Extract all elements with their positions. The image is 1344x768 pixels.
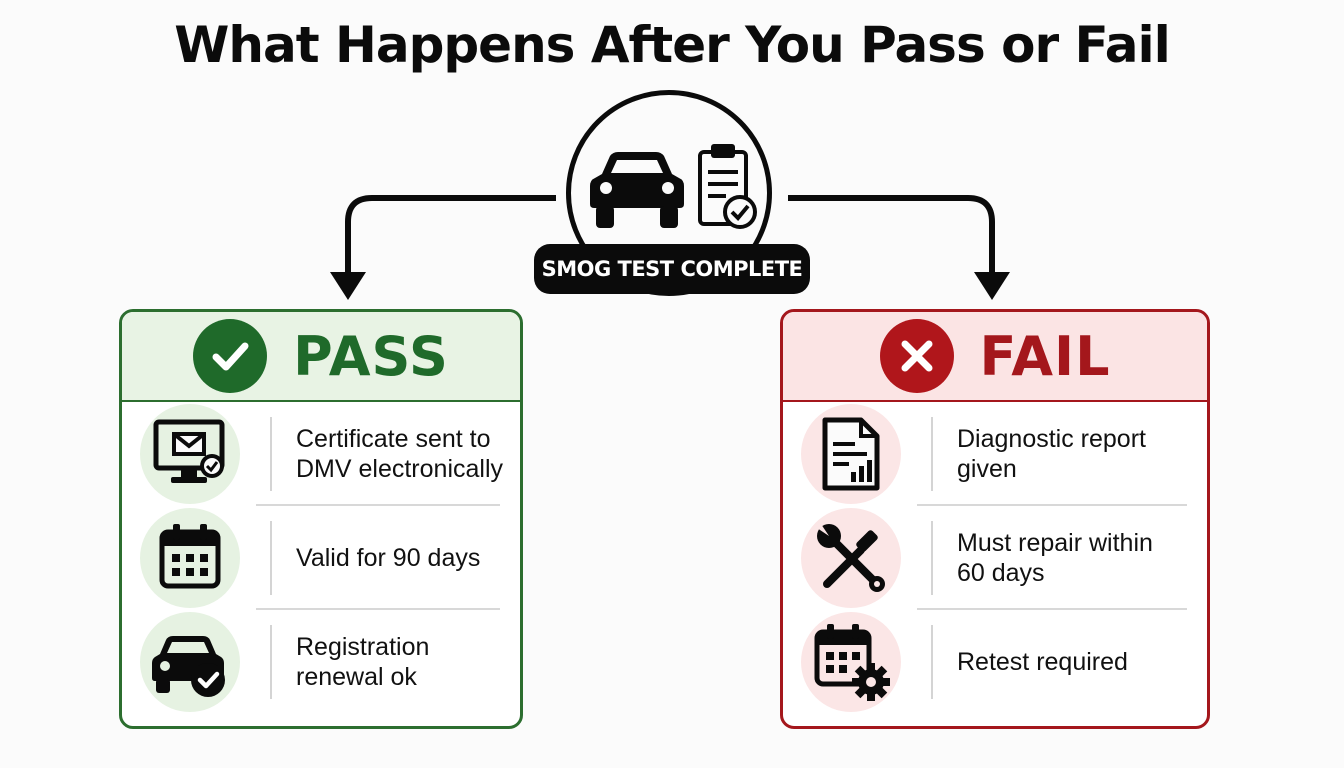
pass-panel: PASS Certificate sent to DMV electronica… bbox=[119, 309, 523, 729]
row-divider bbox=[270, 625, 272, 699]
row-separator bbox=[917, 608, 1187, 610]
fail-title: FAIL bbox=[979, 324, 1111, 388]
calendar-icon bbox=[140, 508, 240, 608]
report-document-icon bbox=[801, 404, 901, 504]
list-item: Retest required bbox=[783, 610, 1207, 714]
checkmark-icon bbox=[193, 319, 268, 393]
list-item: Registration renewal ok bbox=[122, 610, 520, 714]
x-icon bbox=[879, 319, 954, 393]
list-item: Diagnostic report given bbox=[783, 402, 1207, 506]
list-item: Certificate sent to DMV electronically bbox=[122, 402, 520, 506]
fail-header: FAIL bbox=[783, 312, 1207, 402]
pass-header: PASS bbox=[122, 312, 520, 402]
row-divider bbox=[931, 625, 933, 699]
list-item-text: Retest required bbox=[957, 648, 1128, 676]
page-title: What Happens After You Pass or Fail bbox=[174, 16, 1171, 74]
clipboard-check-icon bbox=[698, 144, 757, 229]
car-icon bbox=[590, 152, 684, 228]
pass-title: PASS bbox=[293, 324, 449, 388]
list-item-text: Must repair within 60 days bbox=[957, 529, 1153, 587]
list-item-text: Registration renewal ok bbox=[296, 633, 430, 691]
arrow-to-pass bbox=[330, 195, 556, 300]
row-divider bbox=[931, 417, 933, 491]
list-item: Must repair within 60 days bbox=[783, 506, 1207, 610]
row-divider bbox=[270, 417, 272, 491]
fail-panel: FAIL Diagnostic report given bbox=[780, 309, 1210, 729]
row-separator bbox=[917, 504, 1187, 506]
row-separator bbox=[256, 608, 500, 610]
hub-icon-group bbox=[590, 144, 757, 229]
list-item-text: Valid for 90 days bbox=[296, 544, 481, 572]
hub-label: SMOG TEST COMPLETE bbox=[534, 244, 810, 294]
list-item-text: Certificate sent to DMV electronically bbox=[296, 425, 504, 483]
calendar-gear-icon bbox=[801, 612, 901, 712]
row-divider bbox=[270, 521, 272, 595]
arrow-to-fail bbox=[788, 195, 1010, 300]
wrench-screwdriver-icon bbox=[801, 508, 901, 608]
monitor-email-check-icon bbox=[140, 404, 240, 504]
list-item: Valid for 90 days bbox=[122, 506, 520, 610]
car-check-icon bbox=[140, 612, 240, 712]
row-separator bbox=[256, 504, 500, 506]
row-divider bbox=[931, 521, 933, 595]
list-item-text: Diagnostic report given bbox=[957, 425, 1146, 483]
